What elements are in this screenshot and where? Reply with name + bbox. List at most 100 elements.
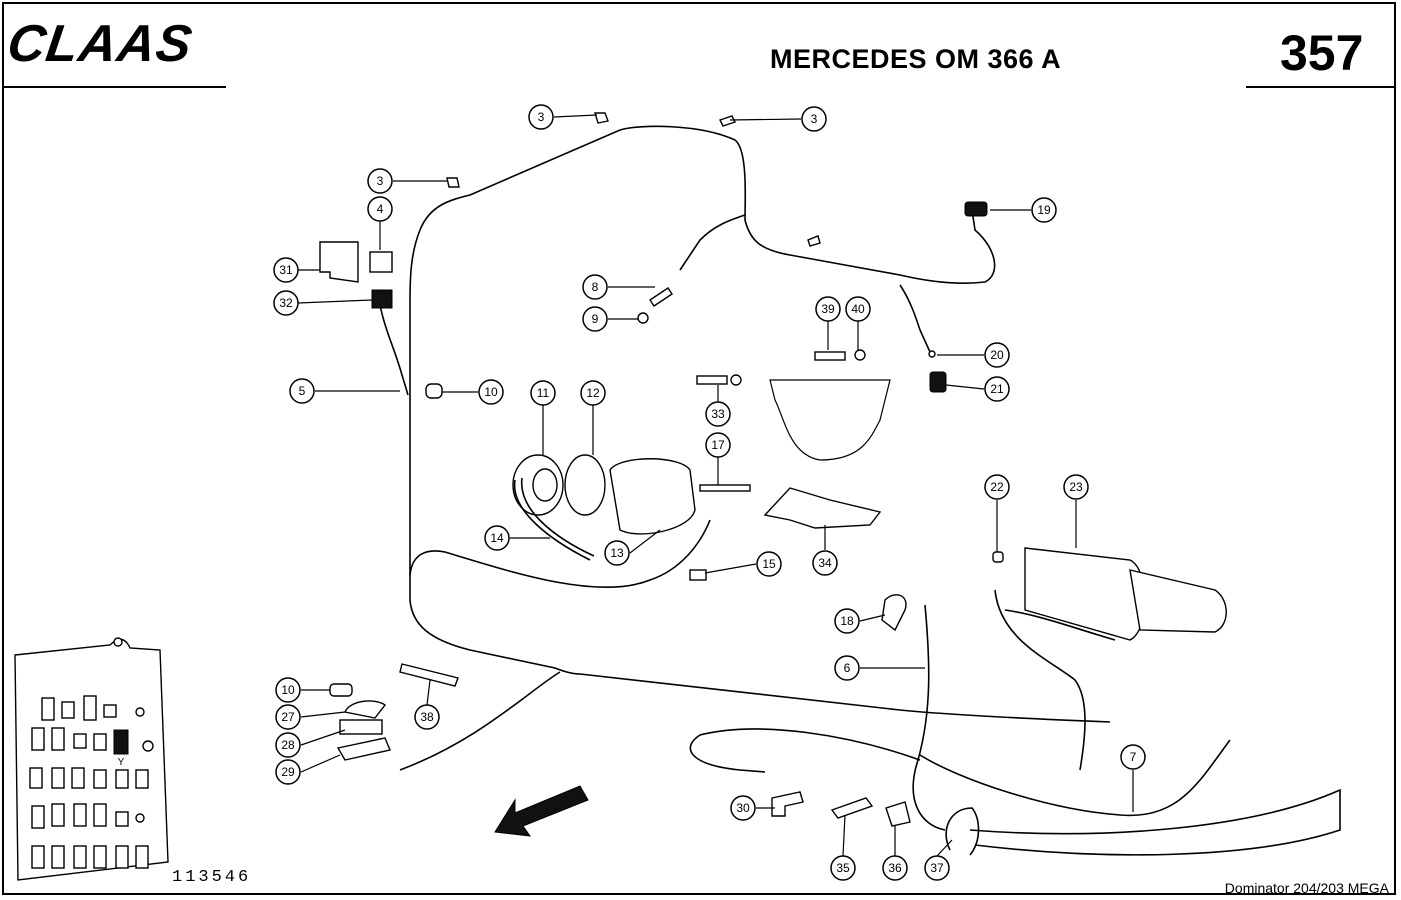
callout-label: 36 [888,861,902,875]
harness-branch-left [399,671,561,771]
callout-label: 21 [990,382,1004,396]
callout-label: 22 [990,480,1004,494]
harness-branch-8 [679,214,746,271]
callout-label: 18 [840,614,854,628]
callout-27: 27 [275,704,301,730]
fuse-panel-fuses [29,637,154,869]
callout-3-top-right: 3 [801,106,827,132]
callout-label: 13 [610,546,624,560]
callout-30: 30 [730,795,756,821]
sleeve-38 [399,663,459,687]
callout-label: 12 [586,386,600,400]
callout-35: 35 [830,855,856,881]
callout-10-lower: 10 [275,677,301,703]
drawing-number: 113546 [172,868,252,887]
callout-40: 40 [845,296,871,322]
callout-14: 14 [484,525,510,551]
washer-40 [854,349,866,361]
callout-33: 33 [705,401,731,427]
clip-3-top-right [719,115,736,127]
sensor-21 [929,371,947,393]
page-title: MERCEDES OM 366 A [770,44,1062,74]
callout-34: 34 [812,550,838,576]
callout-18: 18 [834,608,860,634]
callout-label: 9 [592,312,599,326]
direction-arrow-icon [494,785,589,837]
callout-11: 11 [530,380,556,406]
callout-38: 38 [414,704,440,730]
callout-label: 28 [281,738,295,752]
callout-label: 15 [762,557,776,571]
callout-label: 10 [281,683,295,697]
callout-label: 10 [484,385,498,399]
callout-15: 15 [756,551,782,577]
callout-6: 6 [834,655,860,681]
callout-36: 36 [882,855,908,881]
callout-9: 9 [582,306,608,332]
harness-branch-19 [971,209,996,283]
v-belt-14 [513,477,595,561]
callout-label: 11 [537,386,550,400]
bracket-34 [763,487,882,529]
main-harness-trunk [409,229,1111,723]
callout-21: 21 [984,376,1010,402]
harness-branch-20 [899,284,931,353]
bolt-39 [814,351,846,361]
grommet-10 [425,383,443,399]
relay-holder-32 [371,289,393,309]
callout-label: 7 [1130,750,1137,764]
callout-31: 31 [273,257,299,283]
callout-22: 22 [984,474,1010,500]
switch-19 [964,201,988,217]
callout-label: 34 [818,556,832,570]
relay-4 [369,251,393,273]
pulley-11-hub [532,468,558,502]
callout-label: 3 [377,174,384,188]
callout-19: 19 [1031,197,1057,223]
bracket-31 [319,241,359,283]
model-label: Dominator 204/203 MEGA [1224,880,1389,896]
cable-7-loop [689,728,921,773]
lower-cable [969,788,1341,856]
sensor-8 [649,287,673,307]
main-harness [419,125,986,284]
bolt-33 [696,375,728,385]
harness-branch-alternator [409,519,711,589]
starter-wire-2 [1004,609,1116,641]
callout-12: 12 [580,380,606,406]
fuse-highlight [113,729,129,755]
connector-15 [689,569,707,581]
callout-label: 14 [490,531,504,545]
callout-3-left: 3 [367,168,393,194]
callout-7: 7 [1120,744,1146,770]
cable-7 [919,739,1231,817]
fuse-highlight-label: Y [118,757,125,768]
callout-label: 17 [711,438,725,452]
terminal-20 [928,350,936,358]
callout-label: 23 [1069,480,1083,494]
starter-23 [1024,547,1146,641]
header-rule-right [1246,86,1396,88]
callout-37: 37 [924,855,950,881]
page-number: 357 [1280,25,1364,81]
callout-label: 32 [279,296,293,310]
callout-17: 17 [705,432,731,458]
clamp-37 [945,807,980,856]
callout-3-top-left: 3 [528,104,554,130]
alternator-13 [609,458,696,535]
starter-23-nose [1129,569,1227,633]
bracket-29 [336,737,391,761]
callout-label: 3 [538,110,545,124]
callout-13: 13 [604,540,630,566]
callout-label: 5 [299,384,306,398]
callout-label: 19 [1037,203,1051,217]
plate-35 [830,797,874,819]
leader-lines [297,114,1134,857]
callout-label: 40 [851,302,865,316]
callout-5: 5 [289,378,315,404]
grommet-10-b [329,683,353,697]
callout-label: 4 [377,202,384,216]
nut-22 [992,551,1004,563]
cable-6 [912,604,946,831]
